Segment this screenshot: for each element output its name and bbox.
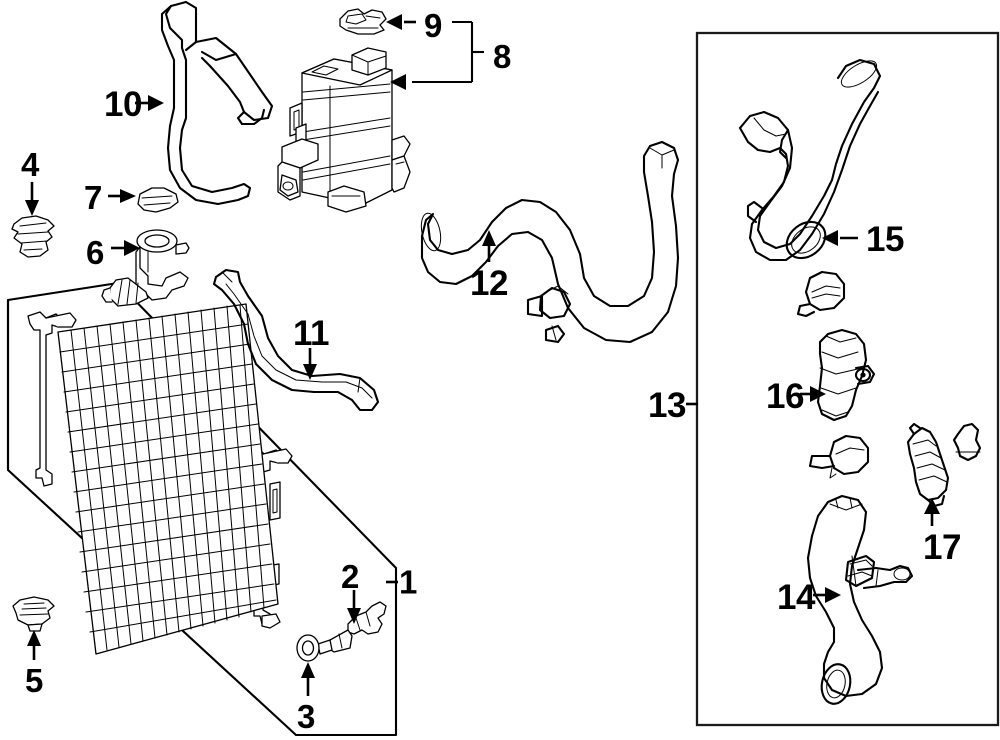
leader-11 <box>303 348 317 380</box>
leader-2 <box>347 590 361 624</box>
callout-2[interactable]: 2 <box>341 558 359 595</box>
leader-9 <box>386 14 416 30</box>
leader-14 <box>813 587 841 603</box>
callout-15[interactable]: 15 <box>866 220 904 259</box>
callout-11[interactable]: 11 <box>293 314 330 353</box>
part-16-inverter-water-pipe <box>816 328 876 422</box>
part-8-reservoir-tank <box>277 47 411 213</box>
callout-7[interactable]: 7 <box>84 179 102 216</box>
callout-9[interactable]: 9 <box>424 7 442 44</box>
callout-13[interactable]: 13 <box>648 386 686 425</box>
part-11-bypass-hose <box>212 268 380 412</box>
hose-clamp-upper <box>796 270 846 318</box>
callout-3[interactable]: 3 <box>297 698 315 735</box>
leader-4 <box>25 182 39 216</box>
callout-12[interactable]: 12 <box>470 264 508 303</box>
leader-10 <box>135 95 164 111</box>
part-14-inverter-lower-hose <box>806 494 914 705</box>
callout-14[interactable]: 14 <box>777 578 815 617</box>
callout-1[interactable]: 1 <box>399 563 417 601</box>
leader-6 <box>111 240 140 256</box>
callout-10[interactable]: 10 <box>104 85 142 124</box>
leader-3 <box>301 662 315 696</box>
leader-5 <box>27 630 41 660</box>
callout-4[interactable]: 4 <box>21 146 39 183</box>
hose-clamp-lower <box>808 434 870 479</box>
leader-15 <box>822 230 858 246</box>
radiator-core <box>57 303 279 655</box>
part-6-water-inlet-housing <box>101 229 190 307</box>
part-3-gasket-oring <box>296 634 320 662</box>
part-9-reservoir-cap <box>339 8 387 35</box>
grommet-plug <box>952 422 982 462</box>
callout-6[interactable]: 6 <box>86 234 104 271</box>
leader-8 <box>390 20 484 90</box>
callout-16[interactable]: 16 <box>766 377 804 416</box>
callout-8[interactable]: 8 <box>493 38 511 75</box>
callout-17[interactable]: 17 <box>923 528 961 567</box>
part-5-mount-cushion <box>12 596 55 632</box>
callout-5[interactable]: 5 <box>25 662 43 699</box>
leader-12 <box>482 230 496 262</box>
inverter-cooling-panel-box <box>695 31 1000 727</box>
leader-16 <box>800 386 826 402</box>
part-4-support-cushion <box>11 215 55 258</box>
part-15-inverter-upper-hose <box>738 58 882 262</box>
part-10-reservoir-hose <box>160 0 274 206</box>
part-12-radiator-lower-hose <box>420 140 680 344</box>
part-7-bracket-clip <box>137 187 179 213</box>
leader-7 <box>108 189 136 203</box>
leader-17 <box>924 498 940 526</box>
part-17-drain-plug-screw <box>906 422 950 508</box>
